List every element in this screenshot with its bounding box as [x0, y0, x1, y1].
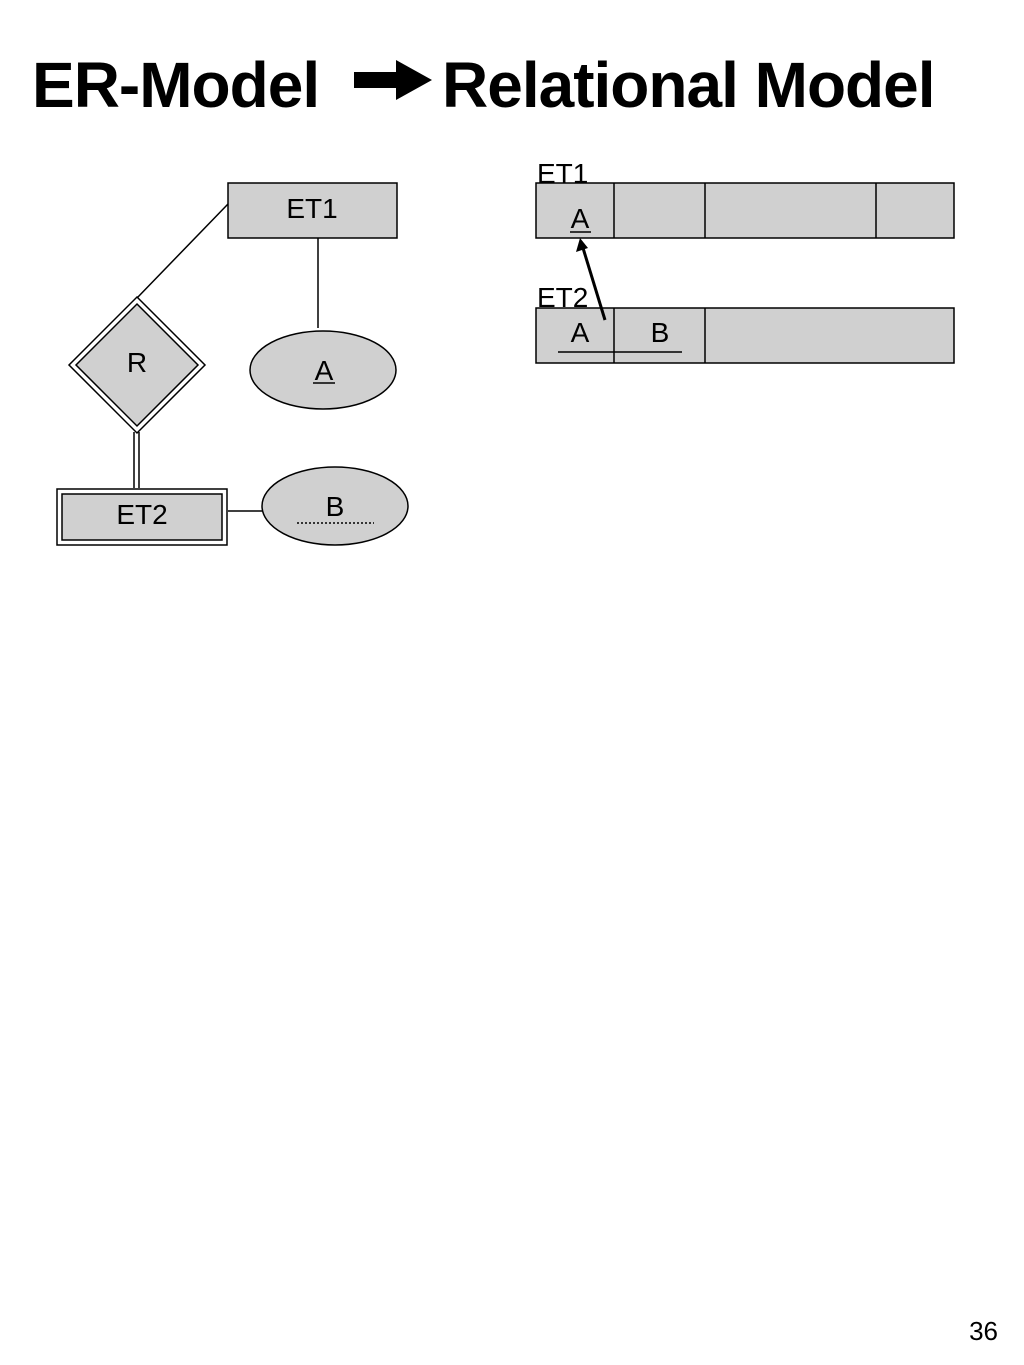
page-number: 36 [969, 1316, 998, 1346]
entity-et1: ET1 [227, 182, 398, 239]
table-et1: ET1 A [535, 158, 955, 239]
arrow-right-icon [354, 60, 432, 100]
table-et2: ET2 A B [535, 282, 955, 364]
relationship-r-label: R [127, 347, 147, 378]
title-er-model: ER-Model [32, 49, 320, 121]
line-et1-r [136, 203, 229, 299]
table-et2-col-a: A [571, 317, 590, 348]
slide-title: ER-Model Relational Model [0, 40, 1024, 130]
partial-key-b: B [261, 466, 409, 546]
foreign-key-arrow [576, 238, 607, 321]
table-et2-col-b: B [651, 317, 670, 348]
partial-key-b-label: B [326, 491, 345, 522]
attribute-a-label: A [315, 355, 334, 386]
relationship-r: R [67, 295, 207, 435]
title-relational-model: Relational Model [442, 49, 935, 121]
weak-entity-et2-label: ET2 [116, 499, 167, 530]
entity-et1-label: ET1 [286, 193, 337, 224]
table-et1-col-a: A [571, 203, 590, 234]
weak-entity-et2: ET2 [56, 488, 228, 546]
attribute-a: A [249, 330, 397, 410]
